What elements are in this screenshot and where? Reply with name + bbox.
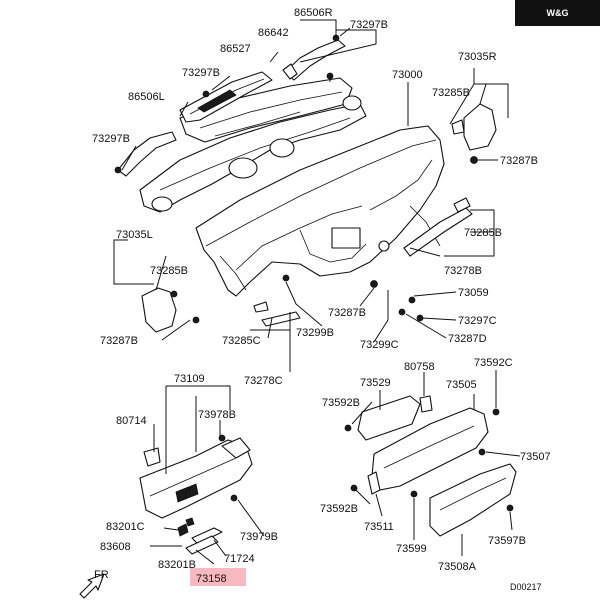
part-label-73287B[interactable]: 73287B <box>328 307 366 319</box>
trim-73278C <box>261 311 301 327</box>
part-label-73278B[interactable]: 73278B <box>444 265 482 277</box>
part-label-73505[interactable]: 73505 <box>446 379 477 391</box>
glove-box-73529 <box>357 395 421 441</box>
part-label-73109[interactable]: 73109 <box>174 373 205 385</box>
part-label-73511[interactable]: 73511 <box>364 521 394 533</box>
part-label-73297C[interactable]: 73297C <box>458 315 497 327</box>
part-label-73592B[interactable]: 73592B <box>320 503 358 515</box>
part-label-73158[interactable]: 73158 <box>196 573 227 585</box>
trim-73278B <box>403 207 473 257</box>
part-73158-shape <box>185 535 219 555</box>
part-label-73285B[interactable]: 73285B <box>464 227 502 239</box>
part-labels: 86506R 73297B 86642 86527 73297B 86506L … <box>92 7 551 592</box>
part-label-73979B[interactable]: 73979B <box>240 531 278 543</box>
part-label-73285B[interactable]: 73285B <box>150 265 188 277</box>
part-label-80758[interactable]: 80758 <box>404 361 435 373</box>
part-label-73508A[interactable]: 73508A <box>438 561 477 573</box>
part-label-73299B[interactable]: 73299B <box>296 327 334 339</box>
brand-logo: W&G <box>515 0 600 26</box>
part-label-73287B[interactable]: 73287B <box>100 335 138 347</box>
part-label-86506L[interactable]: 86506L <box>128 91 165 103</box>
part-label-86642[interactable]: 86642 <box>258 27 289 39</box>
part-label-73599[interactable]: 73599 <box>396 543 427 555</box>
part-label-73297B[interactable]: 73297B <box>92 133 130 145</box>
part-label-73592C[interactable]: 73592C <box>474 357 513 369</box>
part-label-73299C[interactable]: 73299C <box>360 339 399 351</box>
part-label-73278C[interactable]: 73278C <box>244 375 283 387</box>
part-71724-shape <box>191 527 223 545</box>
part-label-83608[interactable]: 83608 <box>100 541 131 553</box>
duct-86506R-shape <box>284 39 346 81</box>
part-label-80714[interactable]: 80714 <box>116 415 147 427</box>
part-label-86527[interactable]: 86527 <box>220 43 251 55</box>
duct-86506R-end <box>282 63 298 80</box>
part-label-73592B[interactable]: 73592B <box>322 397 360 409</box>
part-label-73035L[interactable]: 73035L <box>116 229 153 241</box>
part-label-86506R[interactable]: 86506R <box>294 7 333 19</box>
part-label-73000[interactable]: 73000 <box>392 69 423 81</box>
part-label-73297B[interactable]: 73297B <box>350 19 388 31</box>
highlighted-part-box <box>190 568 246 586</box>
brand-logo-text: W&G <box>546 8 569 18</box>
part-label-73529[interactable]: 73529 <box>360 377 391 389</box>
part-label-83201B[interactable]: 83201B <box>158 559 196 571</box>
part-label-73297B[interactable]: 73297B <box>182 67 220 79</box>
part-label-73597B[interactable]: 73597B <box>488 535 526 547</box>
duct-86506L-shape <box>117 131 177 177</box>
lower-panel-73109 <box>139 439 253 519</box>
side-cover-73035L <box>141 287 177 333</box>
part-drawings <box>79 34 517 599</box>
part-label-73285B[interactable]: 73285B <box>432 87 470 99</box>
front-direction-arrow-icon <box>79 573 105 599</box>
direction-label: FR <box>94 569 109 581</box>
part-label-73287D[interactable]: 73287D <box>448 333 487 345</box>
part-label-73059[interactable]: 73059 <box>458 287 489 299</box>
part-label-71724[interactable]: 71724 <box>224 553 255 565</box>
side-cover-73035R <box>463 103 497 151</box>
leader-lines <box>113 19 521 565</box>
part-label-83201C[interactable]: 83201C <box>106 521 145 533</box>
diagram-code: D00217 <box>510 582 542 592</box>
part-label-73035R[interactable]: 73035R <box>458 51 497 63</box>
glove-box-lid-73508A <box>429 463 517 537</box>
part-label-73978B[interactable]: 73978B <box>198 409 236 421</box>
part-label-73287B[interactable]: 73287B <box>500 155 538 167</box>
part-label-73507[interactable]: 73507 <box>520 451 551 463</box>
part-label-73285C[interactable]: 73285C <box>222 335 261 347</box>
